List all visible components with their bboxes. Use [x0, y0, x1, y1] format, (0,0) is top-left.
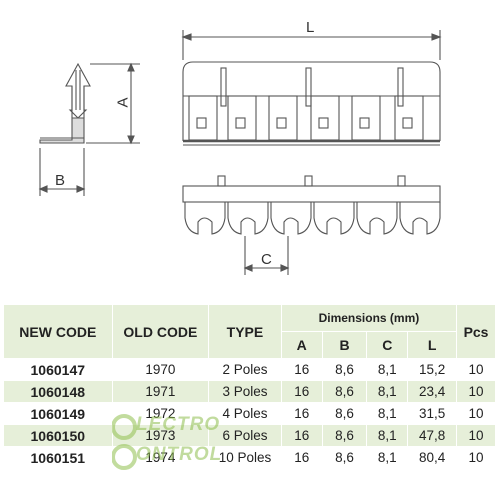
- header-dimensions: Dimensions (mm): [281, 305, 458, 332]
- cell-b: 8,6: [322, 402, 368, 425]
- cell-b: 8,6: [322, 380, 368, 403]
- dimension-label-a: A: [114, 97, 132, 108]
- dimension-label-l: L: [306, 19, 315, 36]
- cell-new-code: 1060149: [4, 402, 113, 425]
- cell-new-code: 1060150: [4, 424, 113, 447]
- header-a: A: [281, 331, 323, 359]
- cell-type: 2 Poles: [208, 358, 282, 381]
- drawing-svg: [38, 30, 442, 275]
- cell-a: 16: [281, 402, 323, 425]
- cell-c: 8,1: [366, 402, 409, 425]
- cell-a: 16: [281, 424, 323, 447]
- cell-old-code: 1974: [112, 446, 210, 469]
- cell-old-code: 1970: [112, 358, 210, 381]
- cell-pcs: 10: [456, 424, 496, 447]
- cell-new-code: 1060148: [4, 380, 113, 403]
- cell-b: 8,6: [322, 358, 368, 381]
- spec-table: NEW CODE OLD CODE TYPE Dimensions (mm) P…: [4, 305, 496, 469]
- header-type: TYPE: [208, 305, 282, 359]
- cell-new-code: 1060151: [4, 446, 113, 469]
- cell-b: 8,6: [322, 424, 368, 447]
- cell-l: 15,2: [407, 358, 458, 381]
- header-old-code: OLD CODE: [112, 305, 210, 359]
- dimension-label-c: C: [261, 251, 272, 268]
- cell-pcs: 10: [456, 446, 496, 469]
- cell-a: 16: [281, 446, 323, 469]
- side-profile: [38, 62, 140, 196]
- table-row: 1060147 1970 2 Poles 16 8,6 8,1 15,2 10: [4, 358, 496, 381]
- cell-c: 8,1: [366, 446, 409, 469]
- cell-old-code: 1972: [112, 402, 210, 425]
- top-view: [182, 175, 441, 275]
- cell-c: 8,1: [366, 424, 409, 447]
- cell-type: 6 Poles: [208, 424, 282, 447]
- table-row: 1060150 1973 6 Poles 16 8,6 8,1 47,8 10: [4, 424, 496, 447]
- cell-c: 8,1: [366, 358, 409, 381]
- table-row: 1060148 1971 3 Poles 16 8,6 8,1 23,4 10: [4, 380, 496, 403]
- header-c: C: [366, 331, 409, 359]
- cell-old-code: 1971: [112, 380, 210, 403]
- cell-l: 31,5: [407, 402, 458, 425]
- dimension-label-b: B: [55, 172, 66, 189]
- cell-type: 4 Poles: [208, 402, 282, 425]
- cell-old-code: 1973: [112, 424, 210, 447]
- technical-drawing: L A B C: [38, 19, 442, 275]
- cell-a: 16: [281, 358, 323, 381]
- cell-new-code: 1060147: [4, 358, 113, 381]
- cell-a: 16: [281, 380, 323, 403]
- cell-pcs: 10: [456, 380, 496, 403]
- cell-pcs: 10: [456, 402, 496, 425]
- cell-l: 80,4: [407, 446, 458, 469]
- cell-type: 3 Poles: [208, 380, 282, 403]
- header-new-code: NEW CODE: [4, 305, 113, 359]
- cell-c: 8,1: [366, 380, 409, 403]
- front-view: [181, 30, 442, 146]
- cell-type: 10 Poles: [208, 446, 282, 469]
- header-b: B: [322, 331, 368, 359]
- table-row: 1060149 1972 4 Poles 16 8,6 8,1 31,5 10: [4, 402, 496, 425]
- header-l: L: [407, 331, 458, 359]
- cell-b: 8,6: [322, 446, 368, 469]
- header-pcs: Pcs: [456, 305, 496, 359]
- cell-l: 23,4: [407, 380, 458, 403]
- table-row: 1060151 1974 10 Poles 16 8,6 8,1 80,4 10: [4, 446, 496, 469]
- cell-pcs: 10: [456, 358, 496, 381]
- cell-l: 47,8: [407, 424, 458, 447]
